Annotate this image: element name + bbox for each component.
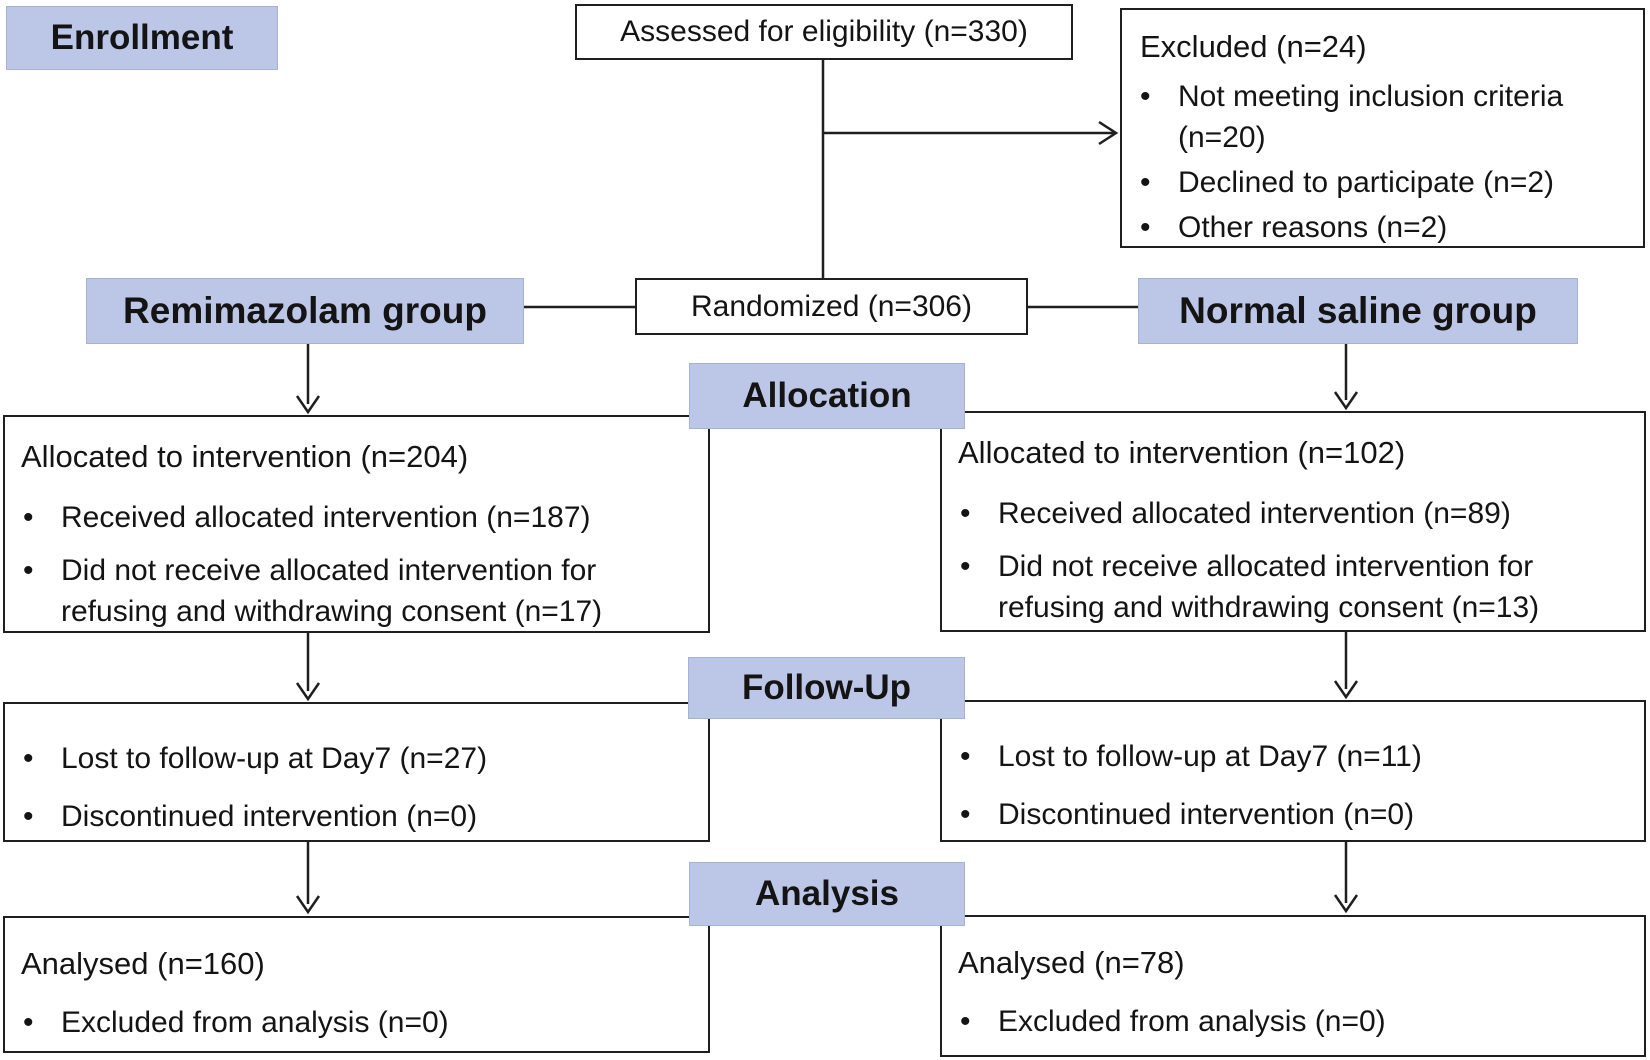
analysis-left-bullet-1: Excluded from analysis (n=0) [5,1002,708,1043]
stage-label-allocation: Allocation [689,363,965,429]
stage-label-enrollment-text: Enrollment [50,18,234,57]
group-label-remimazolam: Remimazolam group [86,278,524,344]
allocation-right-bullet-2: Did not receive allocated intervention f… [942,546,1644,628]
follow-up-box-remimazolam: Lost to follow-up at Day7 (n=27) Discont… [3,702,710,842]
allocation-right-bullet-list: Received allocated intervention (n=89) D… [942,493,1644,628]
allocation-box-remimazolam: Allocated to intervention (n=204) Receiv… [3,415,710,633]
analysis-box-normal-saline: Analysed (n=78) Excluded from analysis (… [940,915,1646,1057]
analysis-left-title: Analysed (n=160) [21,946,265,981]
allocation-box-normal-saline: Allocated to intervention (n=102) Receiv… [940,411,1646,632]
randomized-text: Randomized (n=306) [690,289,972,323]
allocation-right-bullet-1: Received allocated intervention (n=89) [942,493,1644,534]
randomized-box: Randomized (n=306) [635,278,1028,335]
analysis-left-bullet-list: Excluded from analysis (n=0) [5,1002,708,1043]
excluded-bullet-3: Other reasons (n=2) [1122,207,1643,248]
stage-label-allocation-text: Allocation [742,376,912,415]
stage-label-enrollment: Enrollment [6,6,278,70]
follow-up-right-bullet-2: Discontinued intervention (n=0) [942,794,1644,835]
stage-label-analysis-text: Analysis [755,874,899,913]
assessed-eligibility-box: Assessed for eligibility (n=330) [575,4,1073,60]
analysis-right-bullet-1: Excluded from analysis (n=0) [942,1001,1644,1042]
allocation-right-title: Allocated to intervention (n=102) [958,435,1406,470]
follow-up-left-bullet-list: Lost to follow-up at Day7 (n=27) Discont… [5,738,708,837]
follow-up-left-bullet-1: Lost to follow-up at Day7 (n=27) [5,738,708,779]
group-label-normal-saline: Normal saline group [1138,278,1578,344]
excluded-bullet-1: Not meeting inclusion criteria (n=20) [1122,76,1643,158]
stage-label-analysis: Analysis [689,862,965,926]
group-label-remimazolam-text: Remimazolam group [123,290,487,331]
allocation-left-bullet-1: Received allocated intervention (n=187) [5,497,708,538]
stage-label-follow-up: Follow-Up [688,657,965,719]
excluded-title: Excluded (n=24) [1140,29,1367,64]
excluded-box: Excluded (n=24) Not meeting inclusion cr… [1120,8,1645,248]
analysis-right-bullet-list: Excluded from analysis (n=0) [942,1001,1644,1042]
follow-up-box-normal-saline: Lost to follow-up at Day7 (n=11) Discont… [940,700,1646,842]
allocation-left-bullet-2: Did not receive allocated intervention f… [5,550,708,632]
analysis-box-remimazolam: Analysed (n=160) Excluded from analysis … [3,916,710,1053]
excluded-bullet-list: Not meeting inclusion criteria (n=20) De… [1122,76,1643,248]
assessed-eligibility-text: Assessed for eligibility (n=330) [620,15,1028,48]
allocation-left-bullet-list: Received allocated intervention (n=187) … [5,497,708,632]
stage-label-follow-up-text: Follow-Up [741,668,912,707]
analysis-right-title: Analysed (n=78) [958,945,1185,980]
group-label-normal-saline-text: Normal saline group [1179,290,1537,331]
follow-up-right-bullet-1: Lost to follow-up at Day7 (n=11) [942,736,1644,777]
follow-up-left-bullet-2: Discontinued intervention (n=0) [5,796,708,837]
excluded-bullet-2: Declined to participate (n=2) [1122,162,1643,203]
allocation-left-title: Allocated to intervention (n=204) [21,439,469,474]
follow-up-right-bullet-list: Lost to follow-up at Day7 (n=11) Discont… [942,736,1644,835]
